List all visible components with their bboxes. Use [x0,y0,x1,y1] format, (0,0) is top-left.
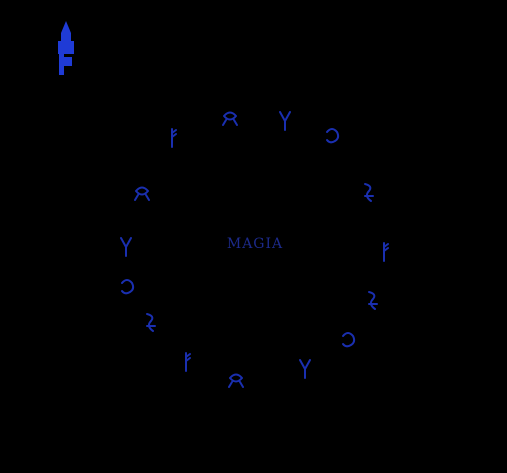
rune-dagaz-icon-glyph [342,332,356,348]
rune-algiz-icon[interactable] [299,359,311,379]
rune-dagaz-icon[interactable] [121,279,135,295]
rune-othala-icon-glyph [228,373,244,388]
wizard-robe [64,57,72,66]
rune-algiz-icon[interactable] [120,237,132,257]
rune-fehu-icon-glyph [185,352,191,372]
rune-fehu-icon[interactable] [383,242,389,262]
rune-dagaz-icon[interactable] [342,332,356,348]
rune-dagaz-icon-glyph [326,128,340,144]
player-sprite[interactable] [58,21,74,75]
rune-ansuz-icon[interactable] [364,183,374,202]
rune-ansuz-icon-glyph [146,313,156,332]
rune-fehu-icon-glyph [383,242,389,262]
rune-ansuz-icon-glyph [368,291,378,310]
wizard-head [61,33,71,41]
rune-dagaz-icon[interactable] [326,128,340,144]
rune-algiz-icon-glyph [299,359,311,379]
wizard-body [58,41,74,54]
rune-algiz-icon-glyph [120,237,132,257]
rune-othala-icon-glyph [134,186,150,201]
rune-fehu-icon-glyph [171,128,177,148]
wizard-leg [59,54,64,75]
rune-dagaz-icon-glyph [121,279,135,295]
rune-algiz-icon[interactable] [279,111,291,131]
rune-ansuz-icon-glyph [364,183,374,202]
rune-fehu-icon[interactable] [185,352,191,372]
rune-othala-icon-glyph [222,111,238,126]
rune-ansuz-icon[interactable] [146,313,156,332]
rune-ansuz-icon[interactable] [368,291,378,310]
rune-algiz-icon-glyph [279,111,291,131]
center-title: MAGIA [226,236,284,252]
rune-othala-icon[interactable] [222,111,238,126]
rune-fehu-icon[interactable] [171,128,177,148]
rune-othala-icon[interactable] [134,186,150,201]
wizard-hat [61,21,71,33]
rune-othala-icon[interactable] [228,373,244,388]
